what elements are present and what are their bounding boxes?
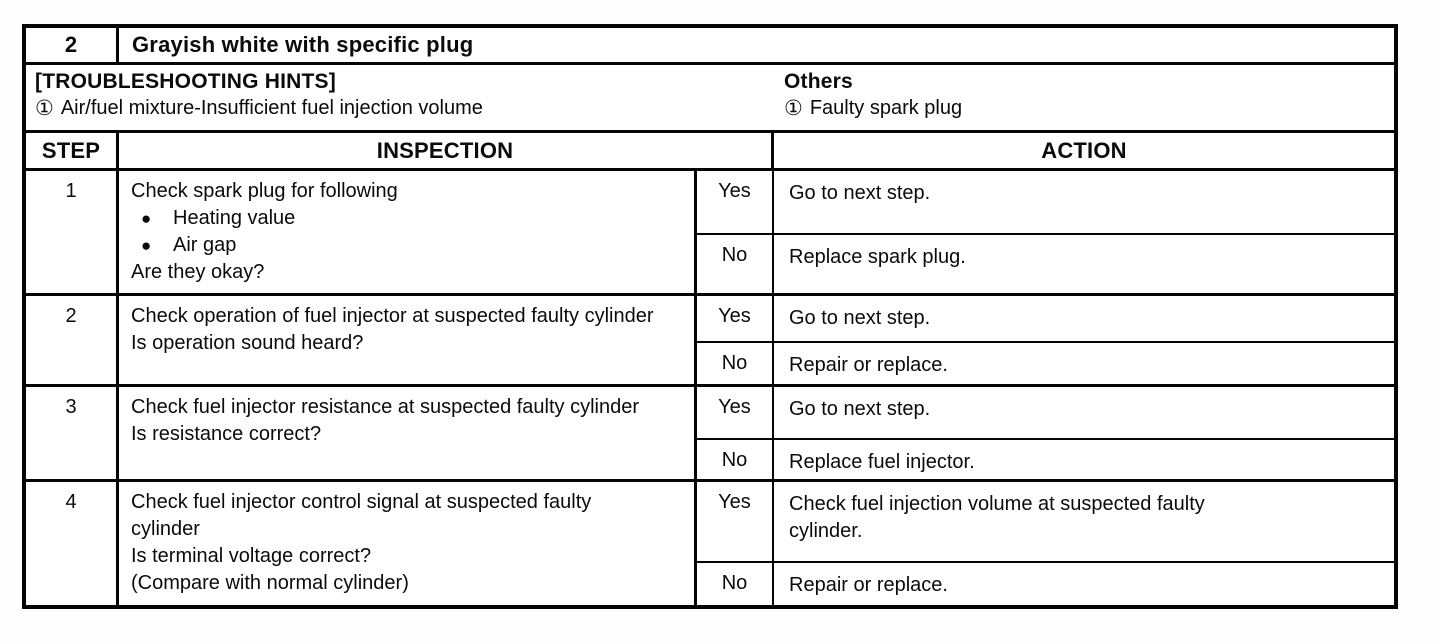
hints-title: [TROUBLESHOOTING HINTS] xyxy=(35,70,336,93)
bullet-text: Heating value xyxy=(173,207,296,229)
inspection-question: Is terminal voltage correct? xyxy=(131,545,372,567)
others-item-text: Faulty spark plug xyxy=(809,97,963,119)
step-row-2: 2 Check operation of fuel injector at su… xyxy=(26,293,1394,384)
answer-cell: No xyxy=(697,235,774,293)
bullet-text: Air gap xyxy=(173,234,237,256)
inspection-cell: Check operation of fuel injector at susp… xyxy=(119,296,697,384)
answer-cell: No xyxy=(697,563,774,605)
inspection-question: Is resistance correct? xyxy=(131,423,322,445)
column-header-inspection: INSPECTION xyxy=(119,133,774,168)
hint-item: ① Air/fuel mixture-Insufficient fuel inj… xyxy=(35,97,774,120)
step-row-1: 1 Check spark plug for following ● Heati… xyxy=(26,168,1394,293)
inspection-text: Check fuel injector control signal at su… xyxy=(131,491,592,540)
others-section: Others ① Faulty spark plug xyxy=(774,65,1394,130)
action-cell: Go to next step. xyxy=(789,307,931,329)
troubleshooting-table: 2 Grayish white with specific plug [TROU… xyxy=(22,24,1398,609)
action-cell: Go to next step. xyxy=(789,398,931,420)
inspection-question: Are they okay? xyxy=(131,261,265,283)
code-description: Grayish white with specific plug xyxy=(132,32,474,57)
action-cell: Replace spark plug. xyxy=(789,246,966,268)
answer-cell: Yes xyxy=(697,171,774,233)
outcomes: Yes Go to next step. No Repair or replac… xyxy=(697,296,1394,384)
code-number: 2 xyxy=(26,28,119,62)
column-header-row: STEP INSPECTION ACTION xyxy=(26,130,1394,168)
outcome-row: Yes Go to next step. xyxy=(697,171,1394,233)
column-header-step: STEP xyxy=(26,133,119,168)
circled-1-icon: ① xyxy=(35,97,54,120)
outcomes: Yes Check fuel injection volume at suspe… xyxy=(697,482,1394,605)
inspection-note: (Compare with normal cylinder) xyxy=(131,572,409,594)
action-cell: Go to next step. xyxy=(789,182,931,204)
answer-cell: Yes xyxy=(697,296,774,341)
hint-item-text: Air/fuel mixture-Insufficient fuel injec… xyxy=(60,97,483,119)
step-row-3: 3 Check fuel injector resistance at susp… xyxy=(26,384,1394,479)
outcome-row: No Repair or replace. xyxy=(697,341,1394,384)
inspection-cell: Check fuel injector control signal at su… xyxy=(119,482,697,605)
column-header-action: ACTION xyxy=(1041,137,1127,163)
outcomes: Yes Go to next step. No Replace fuel inj… xyxy=(697,387,1394,479)
others-title: Others xyxy=(784,70,853,93)
circled-1-icon: ① xyxy=(784,97,803,120)
outcome-row: Yes Go to next step. xyxy=(697,387,1394,438)
answer-cell: No xyxy=(697,343,774,384)
outcome-row: Yes Go to next step. xyxy=(697,296,1394,341)
code-row: 2 Grayish white with specific plug xyxy=(26,28,1394,62)
inspection-text: Check fuel injector resistance at suspec… xyxy=(131,396,640,418)
action-cell: Replace fuel injector. xyxy=(789,451,975,473)
bullet-item: ● Air gap xyxy=(131,232,682,259)
outcome-row: No Replace spark plug. xyxy=(697,233,1394,293)
outcomes: Yes Go to next step. No Replace spark pl… xyxy=(697,171,1394,293)
inspection-text: Check operation of fuel injector at susp… xyxy=(131,305,654,327)
step-number: 1 xyxy=(26,171,119,293)
hints-row: [TROUBLESHOOTING HINTS] ① Air/fuel mixtu… xyxy=(26,62,1394,130)
action-cell: Check fuel injection volume at suspected… xyxy=(774,482,1394,561)
outcome-row: Yes Check fuel injection volume at suspe… xyxy=(697,482,1394,561)
inspection-cell: Check spark plug for following ● Heating… xyxy=(119,171,697,293)
answer-cell: No xyxy=(697,440,774,479)
bullet-icon: ● xyxy=(141,209,152,228)
answer-cell: Yes xyxy=(697,482,774,561)
step-row-4: 4 Check fuel injector control signal at … xyxy=(26,479,1394,605)
others-item: ① Faulty spark plug xyxy=(784,97,1394,120)
inspection-cell: Check fuel injector resistance at suspec… xyxy=(119,387,697,479)
bullet-icon: ● xyxy=(141,236,152,255)
step-number: 3 xyxy=(26,387,119,479)
action-cell: Repair or replace. xyxy=(789,354,948,376)
step-number: 2 xyxy=(26,296,119,384)
step-number: 4 xyxy=(26,482,119,605)
hints-section: [TROUBLESHOOTING HINTS] ① Air/fuel mixtu… xyxy=(26,65,774,130)
outcome-row: No Replace fuel injector. xyxy=(697,438,1394,479)
action-cell: Repair or replace. xyxy=(789,574,948,596)
bullet-item: ● Heating value xyxy=(131,205,682,232)
answer-cell: Yes xyxy=(697,387,774,438)
action-text: Check fuel injection volume at suspected… xyxy=(789,493,1205,542)
outcome-row: No Repair or replace. xyxy=(697,561,1394,605)
inspection-question: Is operation sound heard? xyxy=(131,332,364,354)
inspection-text: Check spark plug for following xyxy=(131,180,398,202)
